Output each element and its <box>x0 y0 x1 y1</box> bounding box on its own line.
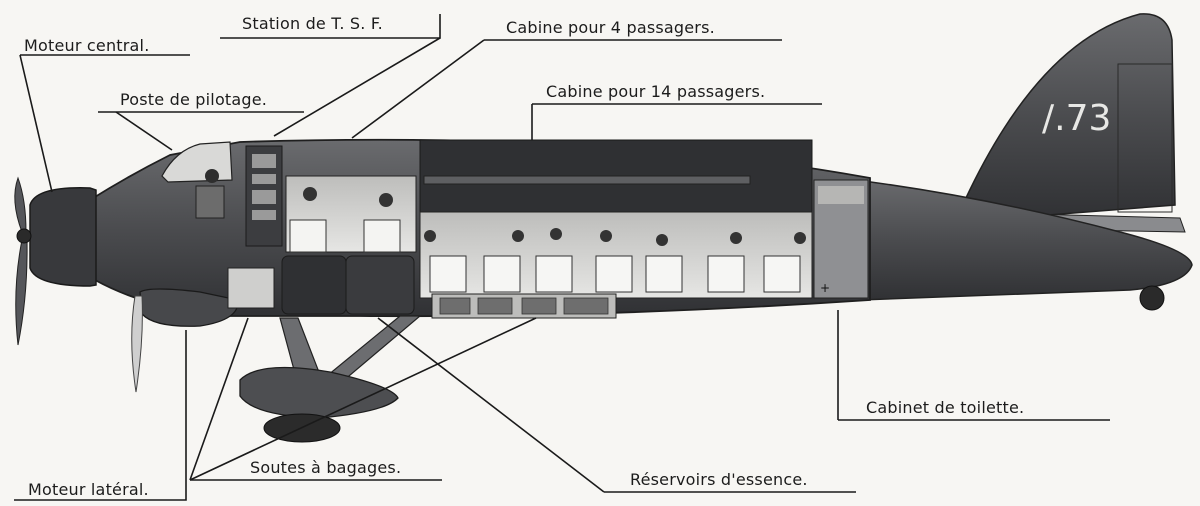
propeller-hub <box>16 228 32 244</box>
propeller-blade-top <box>14 176 27 233</box>
luggage-rack <box>423 175 751 185</box>
label-cabine-4: Cabine pour 4 passagers. <box>506 18 715 37</box>
label-cabinet-toilette: Cabinet de toilette. <box>866 398 1025 417</box>
passenger-figures <box>424 228 806 246</box>
tail-wheel <box>1139 285 1165 311</box>
label-station-tsf: Station de T. S. F. <box>242 14 383 33</box>
fuel-tanks <box>281 255 415 315</box>
rudder-panel <box>1117 63 1173 213</box>
leader-lines <box>14 14 1110 501</box>
tail-fin <box>963 13 1176 219</box>
nose-cowling <box>29 187 97 287</box>
cockpit-window <box>161 141 233 183</box>
cabin-14-seats <box>429 255 801 293</box>
svg-text:+: + <box>820 281 830 295</box>
side-engine-nacelle <box>139 288 239 327</box>
label-soutes-bagages: Soutes à bagages. <box>250 458 402 477</box>
label-moteur-central: Moteur central. <box>24 36 150 55</box>
tail-marking: /.73 <box>1042 98 1111 139</box>
wheel-fairing <box>239 366 399 419</box>
label-poste-pilotage: Poste de pilotage. <box>120 90 268 109</box>
label-cabine-14: Cabine pour 14 passagers. <box>546 82 766 101</box>
rear-fuselage <box>839 177 1193 301</box>
baggage-hold-front <box>227 267 275 309</box>
label-reservoirs: Réservoirs d'essence. <box>630 470 808 489</box>
pilot-seat <box>195 185 225 219</box>
pilot-figure <box>205 169 219 183</box>
cabin-4-seats <box>289 219 401 253</box>
side-propeller-blade <box>131 295 143 393</box>
propeller-blade-bottom <box>15 239 28 346</box>
label-moteur-lateral: Moteur latéral. <box>28 480 149 499</box>
